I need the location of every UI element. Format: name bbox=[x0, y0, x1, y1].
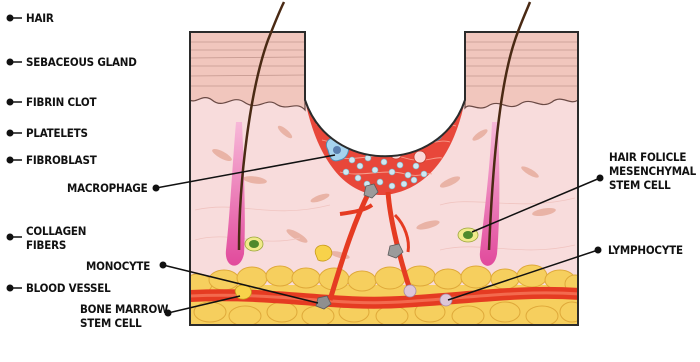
label-macrophage: MACROPHAGE bbox=[67, 181, 148, 195]
label-collagen-line2: FIBERS bbox=[26, 238, 66, 252]
macrophage-dot bbox=[153, 185, 160, 192]
label-fibrin-clot: FIBRIN CLOT bbox=[26, 95, 96, 109]
lymphocyte-dot bbox=[595, 247, 602, 254]
label-sebaceous-gland: SEBACEOUS GLAND bbox=[26, 55, 137, 69]
label-bone-marrow-line1: BONE MARROW bbox=[80, 302, 169, 316]
label-lymphocyte: LYMPHOCYTE bbox=[608, 243, 683, 257]
epidermis-right bbox=[465, 32, 578, 108]
label-hair: HAIR bbox=[26, 11, 54, 25]
label-fibroblast: FIBROBLAST bbox=[26, 153, 97, 167]
label-monocyte: MONOCYTE bbox=[86, 259, 150, 273]
bone-marrow-dot bbox=[165, 310, 172, 317]
label-blood-vessel: BLOOD VESSEL bbox=[26, 281, 111, 295]
label-bone-marrow-line2: STEM CELL bbox=[80, 316, 142, 330]
label-hair-follicle-line2: MESENCHYMAL bbox=[609, 164, 697, 178]
monocyte-dot bbox=[160, 262, 167, 269]
skin-block bbox=[184, 2, 585, 330]
epidermis-left bbox=[190, 32, 305, 110]
label-collagen-line1: COLLAGEN bbox=[26, 224, 86, 238]
label-hair-follicle-line3: STEM CELL bbox=[609, 178, 671, 192]
hair-follicle-dot bbox=[597, 175, 604, 182]
label-hair-follicle-line1: HAIR FOLICLE bbox=[609, 150, 686, 164]
label-platelets: PLATELETS bbox=[26, 126, 88, 140]
